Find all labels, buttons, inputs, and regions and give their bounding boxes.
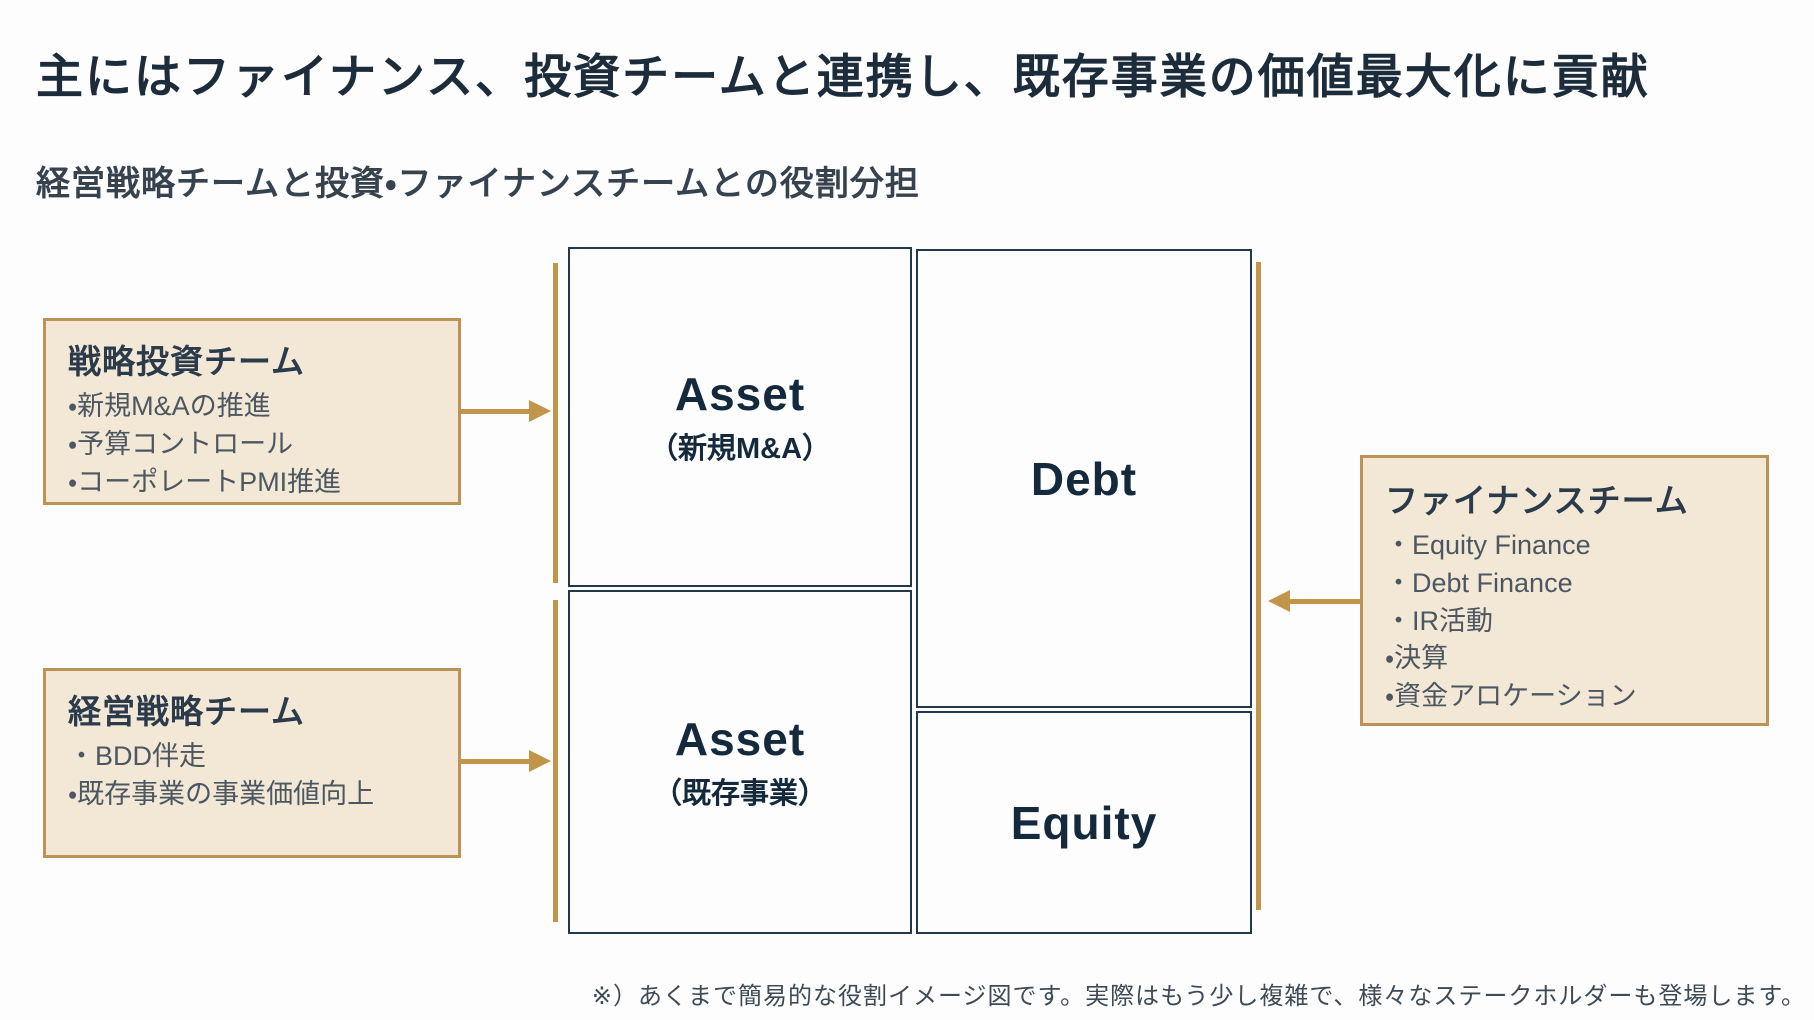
team-bullet: ・資金アロケーション <box>1385 681 1637 712</box>
bs-cell-asset-existing-business: Asset （既存事業） <box>568 590 912 934</box>
footnote: ※）あくまで簡易的な役割イメージ図です。実際はもう少し複雑で、様々なステークホル… <box>591 983 1806 1010</box>
team-box-strategic-investment: 戦略投資チーム ・新規M&Aの推進 ・予算コントロール ・コーポレートPMI推進 <box>43 318 461 505</box>
cell-label: Equity <box>1010 796 1158 849</box>
team-bullet: ・Debt Finance <box>1385 567 1573 598</box>
arrow-right-icon <box>529 400 551 422</box>
cell-sublabel: （既存事業） <box>652 778 827 810</box>
arrow-finance-to-debt-equity <box>1268 590 1360 612</box>
team-title-corporate-strategy: 経営戦略チーム <box>68 693 306 730</box>
team-bullet: ・予算コントロール <box>68 428 294 459</box>
team-box-corporate-strategy: 経営戦略チーム ・BDD伴走 ・既存事業の事業価値向上 <box>43 668 461 858</box>
bs-cell-asset-new-ma: Asset （新規M&A） <box>568 247 912 587</box>
team-box-finance: ファイナンスチーム ・Equity Finance ・Debt Finance … <box>1360 455 1769 726</box>
arrow-shaft <box>461 759 531 764</box>
cell-label: Debt <box>1030 452 1138 505</box>
arrow-shaft <box>1288 599 1360 604</box>
arrow-corporate-strategy-to-asset <box>461 750 551 772</box>
cell-sublabel: （新規M&A） <box>648 433 832 465</box>
bracket-line-asset-new <box>553 263 558 583</box>
team-bullet: ・既存事業の事業価値向上 <box>68 778 375 809</box>
bs-cell-equity: Equity <box>916 711 1252 934</box>
team-bullet: ・IR活動 <box>1385 605 1493 636</box>
page-subtitle: 経営戦略チームと投資・ファイナンスチームとの役割分担 <box>36 165 920 203</box>
arrow-left-icon <box>1268 590 1290 612</box>
team-bullet: ・コーポレートPMI推進 <box>68 466 342 497</box>
bracket-line-asset-existing <box>553 600 558 922</box>
arrow-shaft <box>461 409 531 414</box>
team-bullet: ・BDD伴走 <box>68 741 207 771</box>
team-title-strategic-investment: 戦略投資チーム <box>68 343 306 380</box>
team-bullet: ・新規M&Aの推進 <box>68 391 271 421</box>
arrow-strategic-investment-to-asset <box>461 400 551 422</box>
cell-label: Asset <box>674 368 806 420</box>
cell-label: Asset <box>674 713 806 765</box>
team-bullet: ・決算 <box>1385 643 1449 674</box>
team-bullet: ・Equity Finance <box>1385 530 1591 560</box>
team-title-finance: ファイナンスチーム <box>1385 482 1689 519</box>
page-title: 主にはファイナンス、投資チームと連携し、既存事業の価値最大化に貢献 <box>36 50 1650 103</box>
arrow-right-icon <box>529 750 551 772</box>
bs-cell-debt: Debt <box>916 249 1252 708</box>
bracket-line-debt-equity <box>1256 262 1261 910</box>
